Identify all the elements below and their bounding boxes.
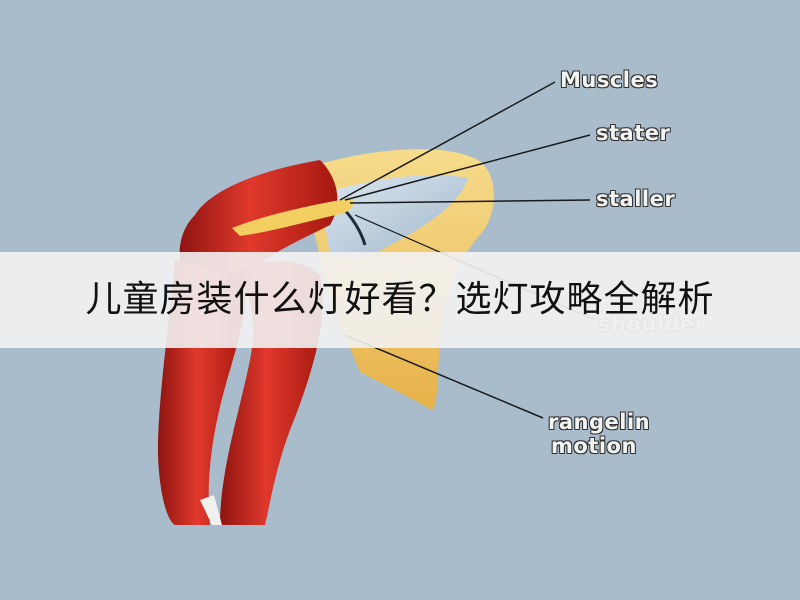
label-staller: staller — [596, 187, 676, 211]
label-muscles: Muscles — [560, 68, 659, 92]
arm-gap — [200, 495, 222, 525]
page-title: 儿童房装什么灯好看？选灯攻略全解析 — [85, 279, 715, 320]
label-range-line1: rangelin — [548, 410, 651, 434]
label-stater: stater — [596, 121, 671, 145]
title-band: 儿童房装什么灯好看？选灯攻略全解析 — [0, 252, 800, 348]
label-range-line2: motion — [551, 434, 637, 458]
leader-line-muscles — [339, 81, 556, 201]
leader-line-staller — [349, 199, 591, 204]
joint-capsule — [320, 175, 468, 259]
tendon — [232, 198, 354, 236]
leader-line-range — [344, 334, 544, 419]
leader-line-stater — [344, 134, 591, 201]
